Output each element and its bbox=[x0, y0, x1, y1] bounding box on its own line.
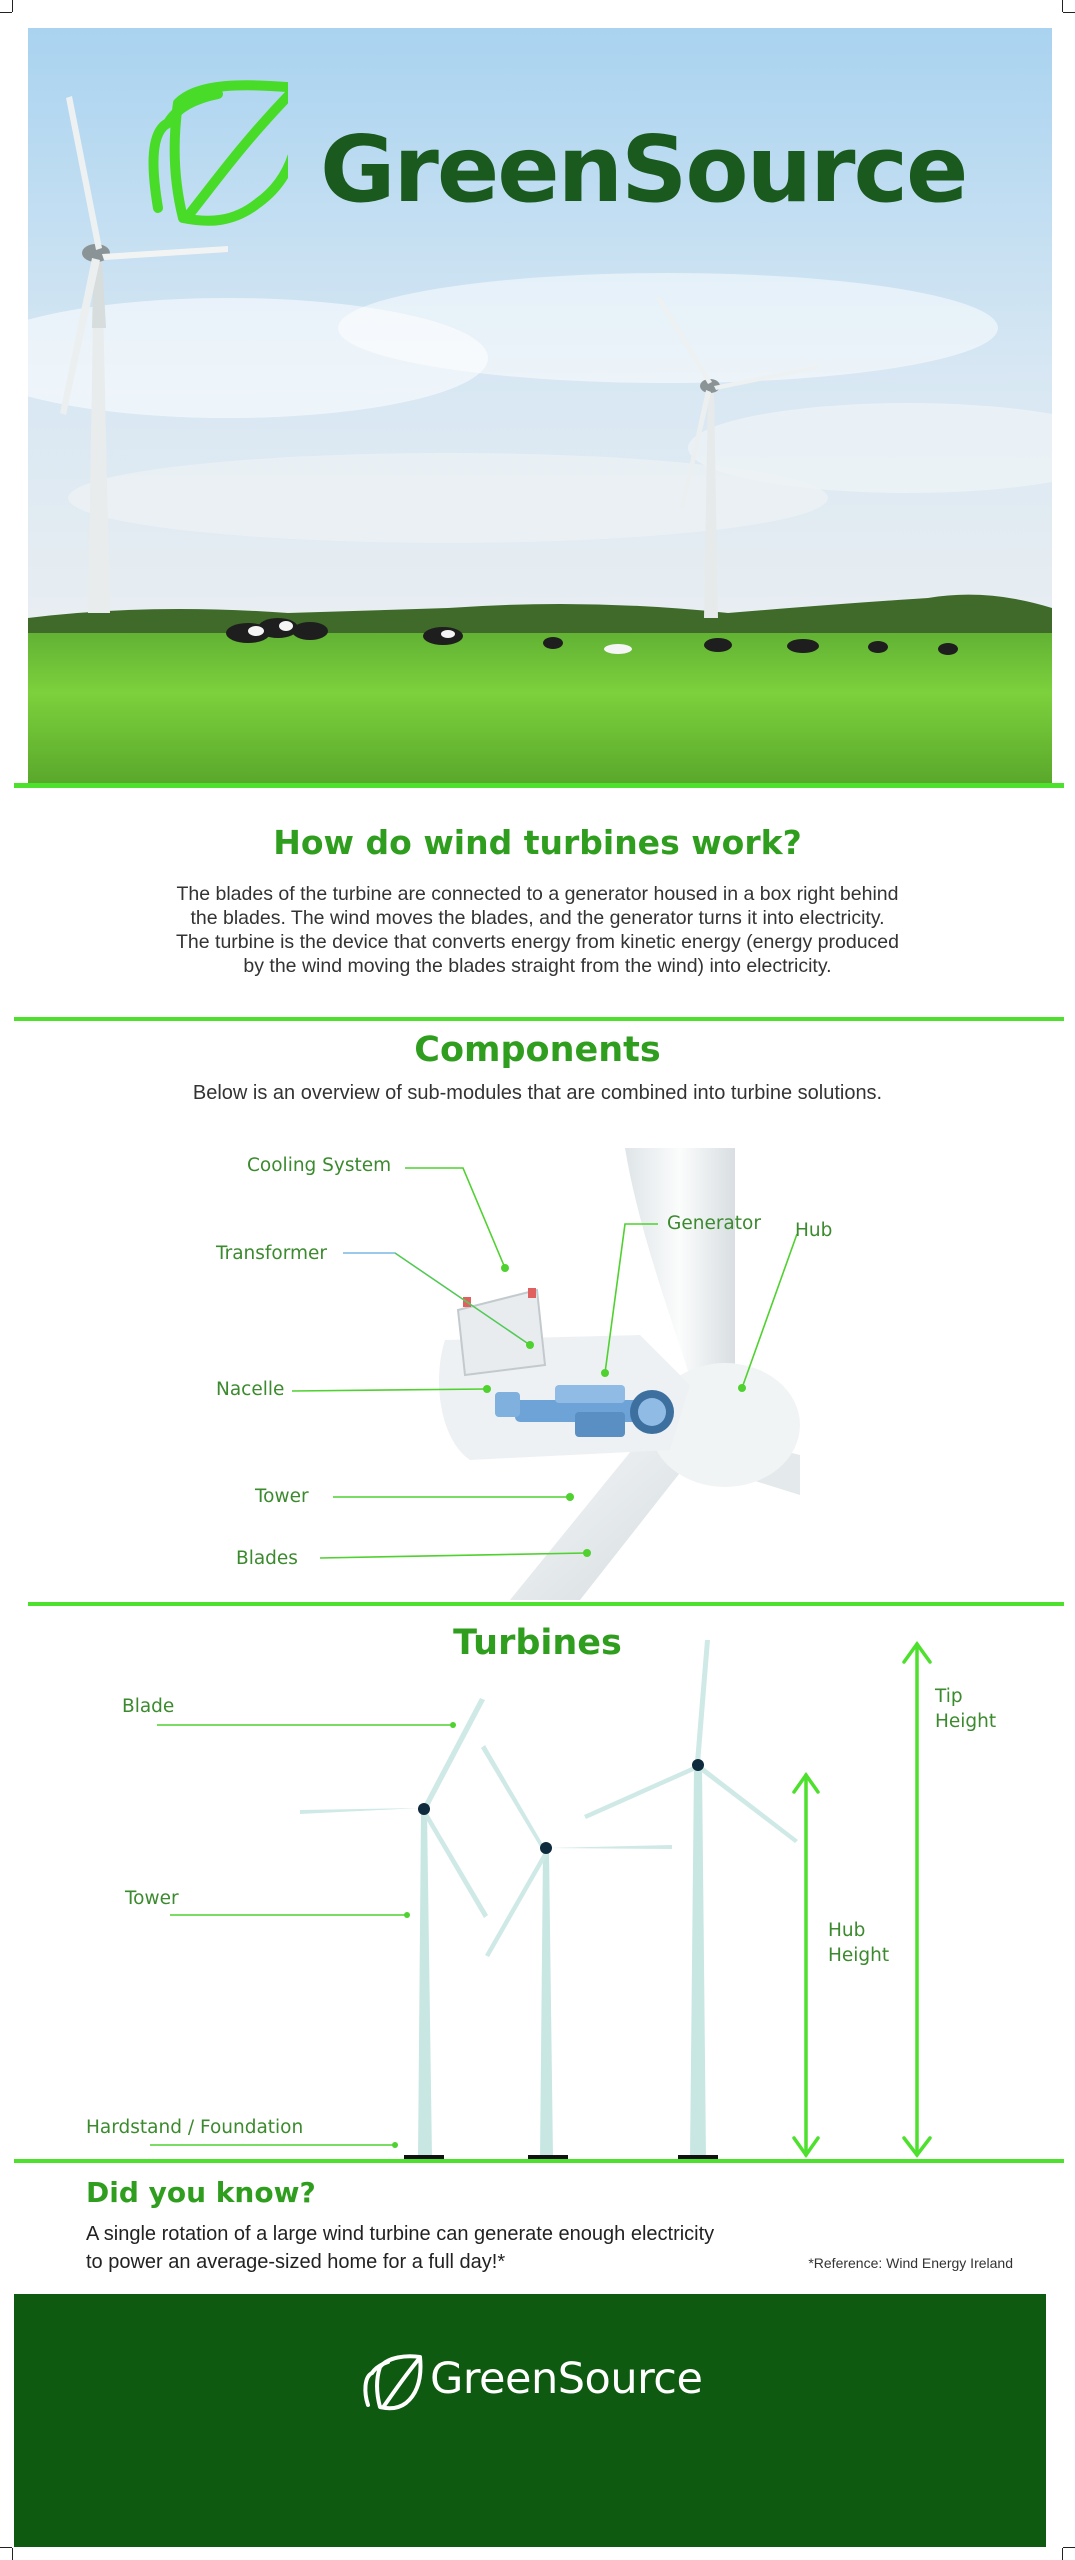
intro-line: the blades. The wind moves the blades, a… bbox=[190, 907, 885, 929]
label-tower-diagram: Tower bbox=[125, 1888, 179, 1909]
label-hub-height-line: Hub bbox=[828, 1920, 866, 1941]
crop-mark bbox=[0, 12, 12, 13]
nacelle-illustration bbox=[0, 1140, 1075, 1600]
label-tip-height-line: Height bbox=[935, 1711, 997, 1732]
label-tower: Tower bbox=[255, 1486, 309, 1507]
label-transformer: Transformer bbox=[216, 1243, 328, 1264]
intro-line: by the wind moving the blades straight f… bbox=[243, 955, 832, 977]
intro-body: The blades of the turbine are connected … bbox=[140, 882, 935, 978]
label-hub-height: Hub Height bbox=[828, 1918, 889, 1968]
footer-brand-name: GreenSource bbox=[430, 2354, 703, 2404]
did-you-know-line: to power an average-sized home for a ful… bbox=[86, 2251, 506, 2273]
label-nacelle: Nacelle bbox=[216, 1379, 285, 1400]
reference-note: *Reference: Wind Energy Ireland bbox=[808, 2255, 1013, 2271]
label-blades: Blades bbox=[236, 1548, 298, 1569]
footer-banner bbox=[14, 2294, 1046, 2547]
crop-mark bbox=[12, 2548, 13, 2560]
crop-mark bbox=[1062, 0, 1063, 12]
divider bbox=[28, 1602, 1064, 1606]
turbines-title: Turbines bbox=[453, 1623, 622, 1663]
label-blade: Blade bbox=[122, 1696, 175, 1717]
intro-line: The blades of the turbine are connected … bbox=[176, 883, 899, 905]
crop-mark bbox=[1063, 12, 1075, 13]
divider bbox=[14, 783, 1064, 788]
did-you-know-title: Did you know? bbox=[86, 2176, 316, 2209]
leaf-logo-icon bbox=[28, 28, 288, 228]
label-hub: Hub bbox=[795, 1220, 833, 1241]
label-cooling-system: Cooling System bbox=[247, 1155, 392, 1176]
crop-mark bbox=[1062, 2548, 1063, 2560]
label-tip-height: Tip Height bbox=[935, 1684, 996, 1734]
components-subtitle: Below is an overview of sub-modules that… bbox=[192, 1082, 883, 1104]
did-you-know-text: A single rotation of a large wind turbin… bbox=[86, 2220, 766, 2276]
intro-title: How do wind turbines work? bbox=[273, 823, 802, 862]
hero-photo: GreenSource bbox=[28, 28, 1052, 783]
hero-brand-name: GreenSource bbox=[320, 116, 968, 223]
label-foundation: Hardstand / Foundation bbox=[86, 2117, 304, 2138]
crop-mark bbox=[1063, 2547, 1075, 2548]
crop-mark bbox=[0, 2547, 12, 2548]
turbine-diagram bbox=[0, 1610, 1075, 2170]
label-hub-height-line: Height bbox=[828, 1945, 890, 1966]
crop-mark bbox=[12, 0, 13, 12]
components-title: Components bbox=[414, 1030, 661, 1070]
did-you-know-line: A single rotation of a large wind turbin… bbox=[86, 2223, 715, 2245]
divider bbox=[14, 1017, 1064, 1021]
label-tip-height-line: Tip bbox=[935, 1686, 963, 1707]
label-generator: Generator bbox=[667, 1213, 761, 1234]
leaf-logo-icon bbox=[358, 2347, 424, 2417]
intro-line: The turbine is the device that converts … bbox=[176, 931, 899, 953]
